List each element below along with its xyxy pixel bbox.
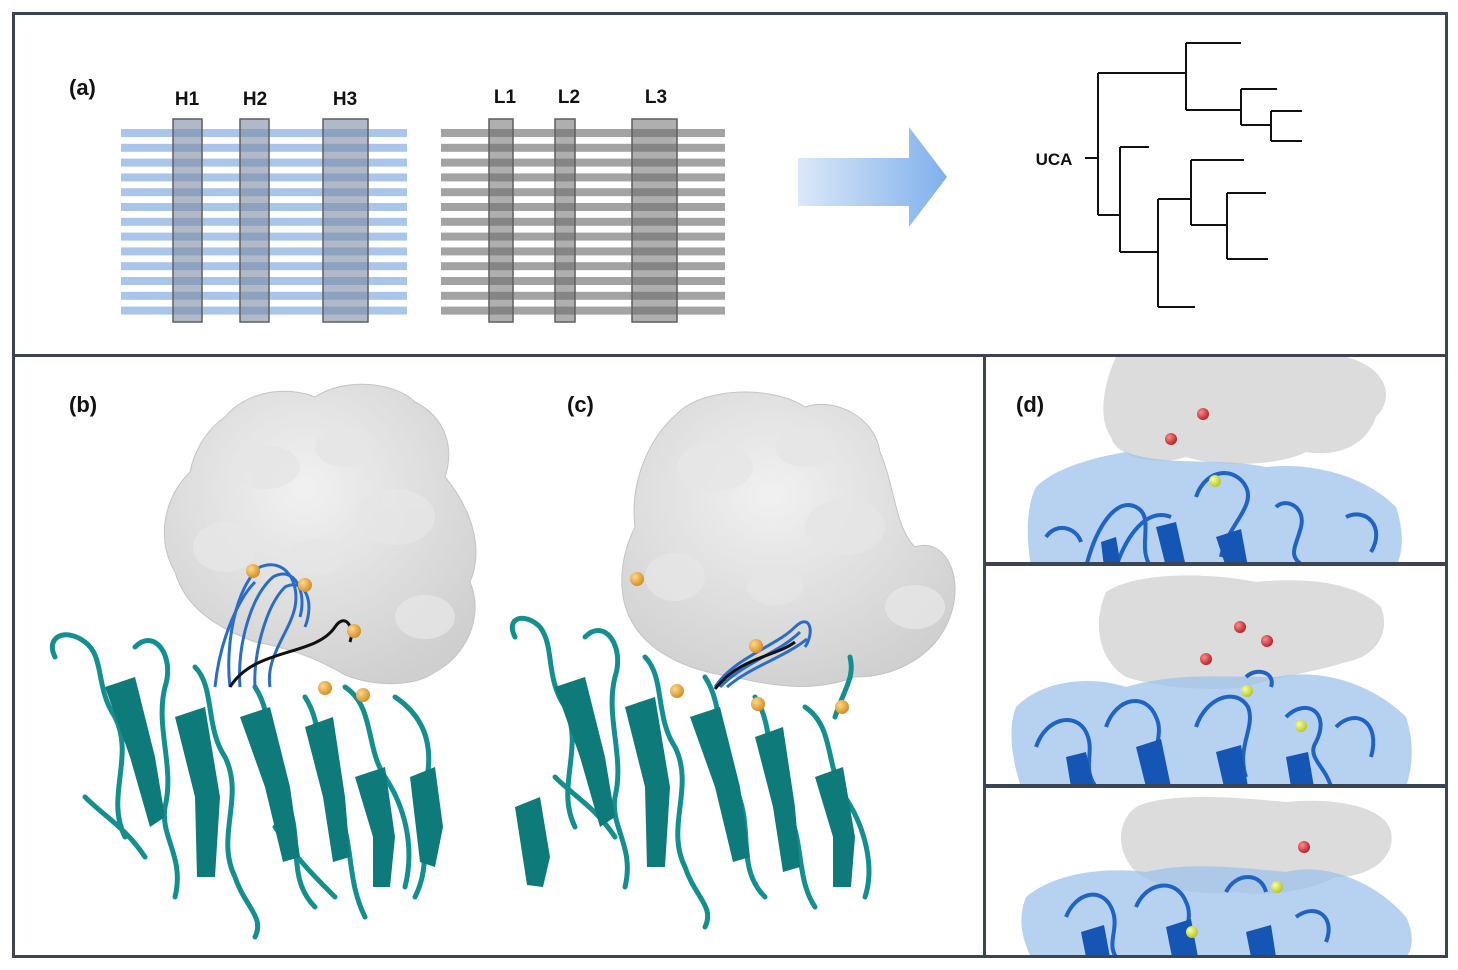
panel-bc-graphic (49, 383, 956, 940)
panel-d-label: (d) (1016, 392, 1045, 417)
light-label-l1: L1 (494, 87, 517, 108)
antibody-cartoon-c (509, 615, 872, 930)
light-sequence-bar (441, 203, 725, 211)
light-sequence-bar (441, 158, 725, 167)
light-label-l2: L2 (558, 87, 580, 108)
heavy-label-h1: H1 (175, 89, 200, 110)
structure-c (509, 391, 956, 930)
cdr-loops-b (213, 563, 311, 688)
light-sequence-bar (441, 129, 725, 137)
heavy-label-h3: H3 (333, 89, 357, 110)
surface-bumps-b (193, 427, 455, 639)
panel-a-label: (a) (69, 75, 96, 100)
panel-d-frame: (d) (983, 354, 1448, 958)
light-sequence-bar (441, 143, 725, 152)
panel-d-graphic (986, 357, 1445, 955)
light-sequence-bar (441, 247, 725, 256)
light-sequence-bar (441, 277, 725, 285)
light-chain-alignment (441, 129, 725, 315)
cdr-h2-box (239, 118, 270, 323)
panel-c-label: (c) (567, 392, 594, 417)
panel-d-view-1 (1027, 357, 1402, 562)
light-sequence-bar (441, 173, 725, 182)
structure-b (49, 383, 477, 940)
light-cdr-boxes (488, 118, 678, 323)
panel-d-view-3 (1021, 797, 1412, 955)
heavy-cdr-boxes (172, 118, 369, 323)
panel-a-graphic: H1 H2 H3 L1 L2 L3 (121, 42, 1302, 323)
mutation-sites-b (246, 564, 370, 702)
light-sequence-bar (441, 232, 725, 241)
cdr-loop-black-c (713, 640, 796, 690)
panel-b-label: (b) (69, 392, 98, 417)
tree-root-label: UCA (1036, 150, 1073, 169)
light-label-l3: L3 (645, 87, 667, 108)
panel-d-view-2 (1011, 575, 1412, 784)
antibody-sheets-b (105, 677, 443, 887)
cdr-l3-box (631, 118, 678, 323)
cdr-l1-box (488, 118, 514, 323)
panel-bc-frame: (b) (c) (12, 354, 990, 958)
light-sequence-bar (441, 306, 725, 315)
light-sequence-bar (441, 188, 725, 197)
light-sequence-bar (441, 217, 725, 226)
lineage-tree (1085, 42, 1302, 308)
cdr-l2-box (554, 118, 576, 323)
cdr-h1-box (172, 118, 203, 323)
antibody-sheets-c (515, 677, 855, 887)
light-sequence-bar (441, 262, 725, 271)
panel-a-frame: (a) H1 H2 H3 L1 L2 L3 (12, 12, 1448, 358)
mutation-sites-c (630, 572, 849, 714)
heavy-label-h2: H2 (243, 89, 267, 110)
cdr-h3-box (322, 118, 369, 323)
surface-bumps-c (645, 427, 945, 629)
light-sequence-bar (441, 291, 725, 300)
transition-arrow (798, 127, 947, 227)
